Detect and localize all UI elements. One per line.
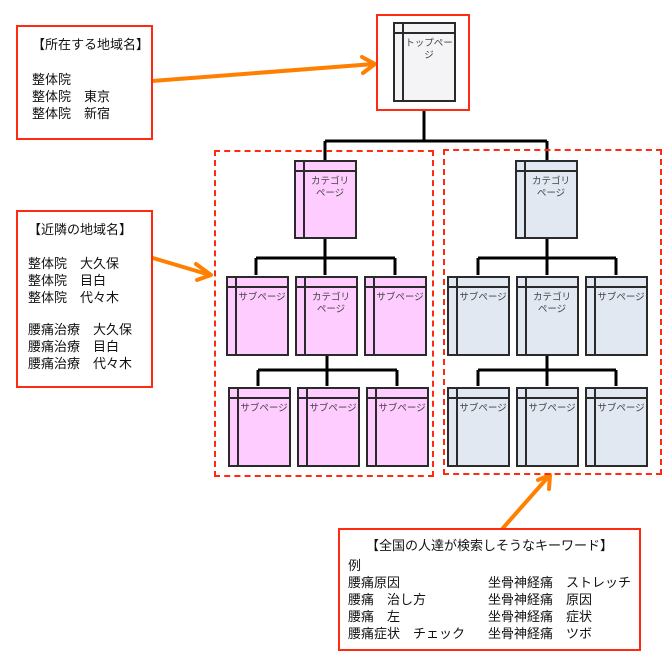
page-spine xyxy=(402,24,404,100)
sub-page-label: サブページ xyxy=(459,403,507,414)
keywords-note-title: 【全国の人達が検索しそうなキーワード】 xyxy=(365,539,613,554)
page-spine xyxy=(306,389,308,465)
nearby-line: 整体院 大久保 xyxy=(28,257,120,272)
sub-page-label: サブページ xyxy=(597,403,645,414)
sub-page-label: サブページ xyxy=(378,403,426,414)
page-header-line xyxy=(297,286,356,288)
page-header-line xyxy=(517,170,576,172)
blue-sub-page-1[interactable]: サブページ xyxy=(447,276,510,356)
sub-page-label: サブページ xyxy=(376,292,424,303)
blue-category-page[interactable]: カテゴリ ページ xyxy=(515,160,578,239)
location-line: 整体院 東京 xyxy=(32,90,111,105)
page-spine xyxy=(594,278,596,354)
page-spine xyxy=(525,389,527,465)
category-page-label: カテゴリ ページ xyxy=(532,292,571,315)
keyword-line: 腰痛原因 xyxy=(348,576,401,591)
pink-sub-page-4[interactable]: サブページ xyxy=(297,387,360,467)
pink-sub-page-2[interactable]: サブページ xyxy=(364,276,427,356)
page-spine xyxy=(304,278,306,354)
sub-page-label: サブページ xyxy=(459,292,507,303)
top-page-label: トップページ xyxy=(405,38,453,61)
sub-page-label: サブページ xyxy=(309,403,357,414)
keyword-line: 腰痛症状 チェック xyxy=(348,627,466,642)
nearby-line: 腰痛治療 目白 xyxy=(28,340,120,355)
pink-category-page[interactable]: カテゴリ ページ xyxy=(294,160,357,239)
pink-category-page-2[interactable]: カテゴリ ページ xyxy=(295,276,358,356)
page-header-line xyxy=(587,397,646,399)
page-header-line xyxy=(449,397,508,399)
nearby-line: 腰痛治療 代々木 xyxy=(28,357,133,372)
page-spine xyxy=(375,389,377,465)
keyword-example-label: 例 xyxy=(348,559,362,574)
keyword-line: 坐骨神経痛 ストレッチ xyxy=(488,576,632,591)
page-header-line xyxy=(395,32,454,34)
keyword-line: 腰痛 左 xyxy=(348,610,401,625)
nearby-note: 【近隣の地域名】 整体院 大久保 整体院 目白 整体院 代々木 腰痛治療 大久保… xyxy=(16,210,153,388)
keyword-line: 坐骨神経痛 原因 xyxy=(488,593,593,608)
sub-page-label: サブページ xyxy=(597,292,645,303)
blue-category-page-2[interactable]: カテゴリ ページ xyxy=(516,276,579,356)
keywords-note: 【全国の人達が検索しそうなキーワード】 例 腰痛原因 腰痛 治し方 腰痛 左 腰… xyxy=(338,528,641,651)
nearby-line-spacer xyxy=(28,307,151,322)
page-header-line xyxy=(296,170,355,172)
arrow-nearby-to-pink xyxy=(151,256,213,282)
pink-sub-page-1[interactable]: サブページ xyxy=(226,276,289,356)
keyword-line: 腰痛 治し方 xyxy=(348,593,427,608)
page-header-line xyxy=(368,397,427,399)
blue-sub-page-4[interactable]: サブページ xyxy=(516,387,579,467)
page-spine xyxy=(303,162,305,237)
nearby-line: 整体院 代々木 xyxy=(28,291,120,306)
category-page-label: カテゴリ ページ xyxy=(310,176,349,199)
page-header-line xyxy=(518,286,577,288)
location-note: 【所在する地域名】 整体院 整体院 東京 整体院 新宿 xyxy=(16,25,153,140)
nearby-note-title: 【近隣の地域名】 xyxy=(28,223,133,238)
page-header-line xyxy=(366,286,425,288)
page-spine xyxy=(594,389,596,465)
pink-group-box xyxy=(214,150,434,477)
blue-sub-page-3[interactable]: サブページ xyxy=(447,387,510,467)
page-header-line xyxy=(449,286,508,288)
pink-sub-page-5[interactable]: サブページ xyxy=(366,387,429,467)
arrow-location-to-top xyxy=(150,55,377,83)
sub-page-label: サブページ xyxy=(240,403,288,414)
page-header-line xyxy=(230,397,289,399)
sub-page-label: サブページ xyxy=(528,403,576,414)
pink-sub-page-3[interactable]: サブページ xyxy=(228,387,291,467)
blue-sub-page-2[interactable]: サブページ xyxy=(585,276,648,356)
page-header-line xyxy=(299,397,358,399)
nearby-line: 腰痛治療 大久保 xyxy=(28,323,133,338)
page-spine xyxy=(525,278,527,354)
page-spine xyxy=(237,389,239,465)
page-header-line xyxy=(518,397,577,399)
top-page[interactable]: トップページ xyxy=(393,22,456,102)
location-line: 整体院 xyxy=(32,73,72,88)
location-note-title: 【所在する地域名】 xyxy=(32,38,150,53)
category-page-label: カテゴリ ページ xyxy=(531,176,570,199)
blue-sub-page-5[interactable]: サブページ xyxy=(585,387,648,467)
arrow-keywords-to-blue xyxy=(501,473,552,530)
keyword-line: 坐骨神経痛 症状 xyxy=(488,610,593,625)
blue-group-box xyxy=(443,149,662,475)
page-spine xyxy=(456,389,458,465)
location-line: 整体院 新宿 xyxy=(32,107,111,122)
nearby-line: 整体院 目白 xyxy=(28,274,107,289)
tree-connectors xyxy=(254,103,618,386)
page-spine xyxy=(373,278,375,354)
page-spine xyxy=(456,278,458,354)
page-header-line xyxy=(587,286,646,288)
page-spine xyxy=(524,162,526,237)
page-spine xyxy=(235,278,237,354)
keyword-line: 坐骨神経痛 ツボ xyxy=(488,627,593,642)
page-header-line xyxy=(228,286,287,288)
category-page-label: カテゴリ ページ xyxy=(311,292,350,315)
sub-page-label: サブページ xyxy=(238,292,286,303)
